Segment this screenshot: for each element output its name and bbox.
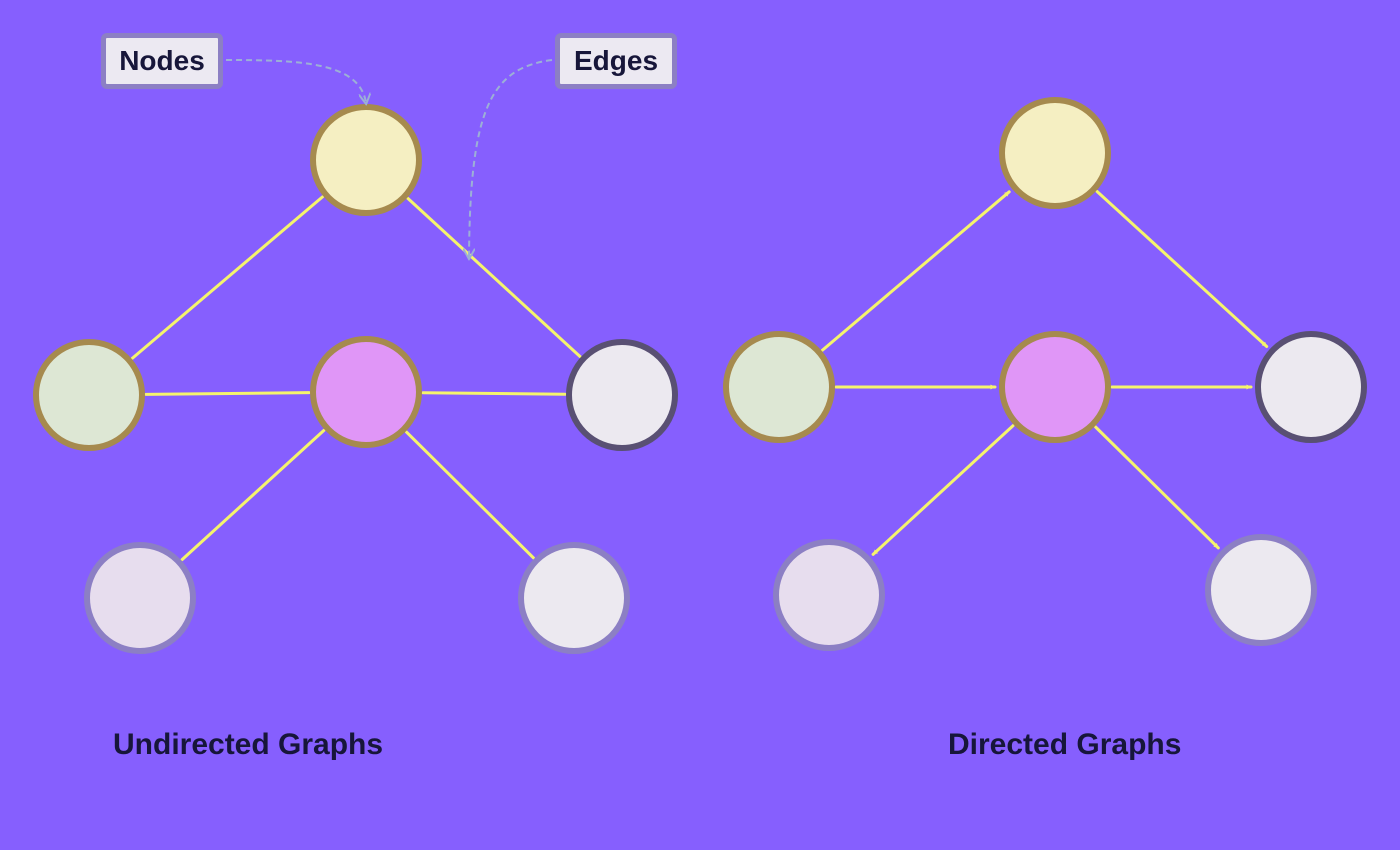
directed-edge-left-to-top xyxy=(821,190,1011,352)
undirected-graph-title: Undirected Graphs xyxy=(113,728,384,761)
directed-node-left xyxy=(723,331,835,443)
directed-node-right xyxy=(1255,331,1367,443)
undirected-node-left xyxy=(33,339,145,451)
undirected-node-right xyxy=(566,339,678,451)
directed-node-bottom-right xyxy=(1205,534,1317,646)
directed-edge-center-to-bottom-right xyxy=(1094,425,1220,550)
edges-layer xyxy=(131,190,1269,562)
undirected-edge-center-to-bottom-left xyxy=(180,428,326,562)
undirected-edge-center-to-bottom-right xyxy=(405,430,535,560)
undirected-edge-left-to-center xyxy=(144,391,311,396)
directed-node-center xyxy=(999,331,1111,443)
undirected-node-top xyxy=(310,104,422,216)
undirected-edge-center-to-right xyxy=(421,391,567,396)
directed-edge-center-to-bottom-left xyxy=(871,424,1015,556)
directed-node-bottom-left xyxy=(773,539,885,651)
edges-callout-label: Edges xyxy=(555,33,677,89)
nodes-layer xyxy=(33,97,1367,654)
undirected-node-center xyxy=(310,336,422,448)
undirected-node-bottom-left xyxy=(84,542,196,654)
edges-callout-line xyxy=(469,59,553,258)
undirected-edge-top-to-left xyxy=(131,195,324,360)
nodes-callout-label: Nodes xyxy=(101,33,223,89)
undirected-edge-top-to-right xyxy=(406,197,582,358)
callouts-layer xyxy=(225,59,553,258)
directed-node-top xyxy=(999,97,1111,209)
directed-edge-top-to-right xyxy=(1095,190,1269,348)
directed-graph-title: Directed Graphs xyxy=(948,728,1182,761)
undirected-node-bottom-right xyxy=(518,542,630,654)
nodes-callout-line xyxy=(225,59,366,103)
